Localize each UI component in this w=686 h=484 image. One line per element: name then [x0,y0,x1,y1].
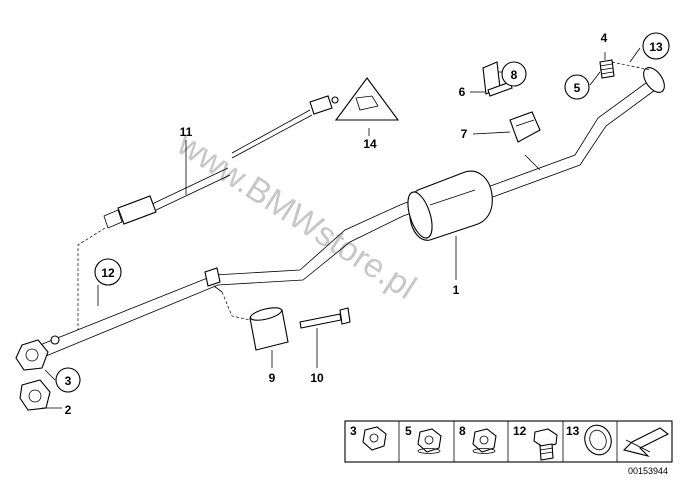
callout-4: 4 [601,31,608,45]
callout-14: 14 [363,137,377,151]
leader-lines [42,47,641,409]
mount-install-line [221,291,251,321]
sealing-ring-icon [584,424,612,456]
svg-text:3: 3 [350,424,357,438]
callout-13: 13 [649,40,663,54]
front-pipe-with-catalyst[interactable] [39,64,669,357]
svg-text:13: 13 [566,424,580,438]
spring-install-line [611,61,651,71]
sensor-install-line [77,227,106,330]
holder-bracket[interactable] [482,61,513,97]
bolt-part-10[interactable] [299,307,351,329]
pipe-bracket[interactable] [204,267,223,293]
rubber-mounting[interactable] [509,111,541,143]
legend-cell-3: 3 [350,424,387,451]
callout-3: 3 [65,374,72,388]
callout-11: 11 [180,125,193,139]
callout-10: 10 [310,371,324,385]
front-flange[interactable] [15,339,49,371]
callout-7: 7 [461,127,468,141]
hex-nut-icon [417,428,442,454]
callout-2: 2 [65,403,72,417]
spring-nut[interactable] [599,59,615,79]
callout-9: 9 [269,371,276,385]
legend-cell-8: 8 [459,424,497,454]
hex-nut-icon [362,426,387,451]
rubber-mount-part-9[interactable] [249,305,289,351]
callout-labels: 1 2 3 4 5 6 7 8 9 10 11 12 13 14 [55,31,670,417]
fastener-legend: 3 5 8 12 [344,420,673,463]
svg-text:5: 5 [405,424,412,438]
doc-number: 00153944 [628,466,668,476]
screw-plug-icon [533,428,558,461]
legend-cell-13: 13 [566,424,612,456]
oxygen-sensor[interactable] [103,95,339,229]
callout-1: 1 [453,283,460,297]
gasket-part-2[interactable] [19,379,51,411]
callout-6: 6 [459,85,466,99]
svg-text:12: 12 [513,424,527,438]
legend-cell-arrow [622,427,670,458]
hex-nut-icon [472,428,497,454]
warning-label[interactable] [334,77,400,121]
legend-cell-12: 12 [513,424,558,461]
arrow-icon [622,427,670,458]
callout-8: 8 [511,68,518,82]
svg-text:8: 8 [459,424,466,438]
legend-cell-5: 5 [405,424,442,454]
callout-5: 5 [574,81,581,95]
callout-12: 12 [101,266,115,280]
